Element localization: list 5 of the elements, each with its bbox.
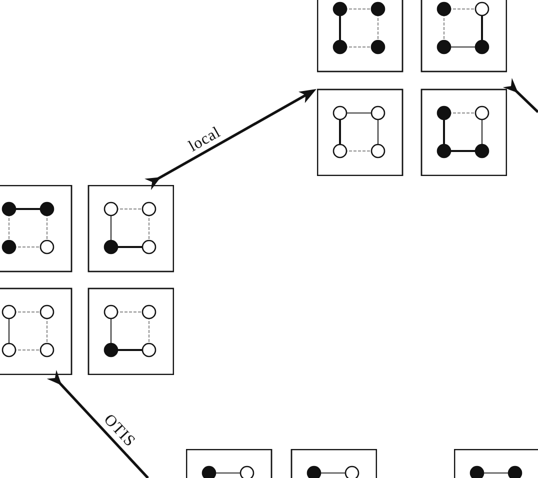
plaquette-panel-group [186,449,377,478]
plaquette-panel-group [454,449,538,478]
arrow [144,89,316,190]
arrow [46,370,149,478]
arrow [502,78,538,113]
